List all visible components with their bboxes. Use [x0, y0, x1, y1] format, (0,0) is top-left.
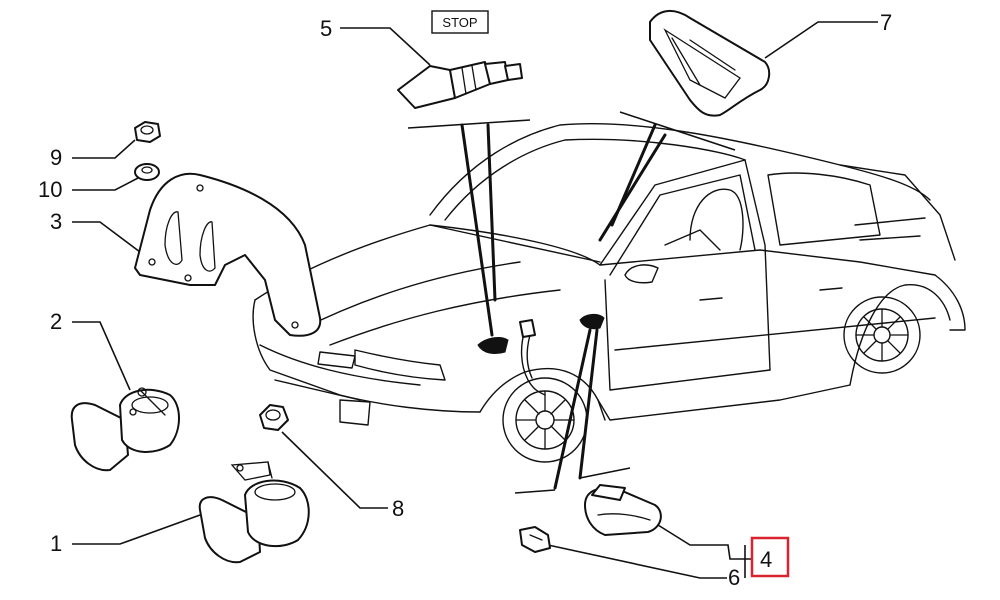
wire-harness [519, 319, 546, 396]
callout-5: 5 [320, 16, 332, 41]
callout-6: 6 [728, 565, 740, 590]
part-6-bulb [519, 526, 551, 553]
callout-labels: 5 7 9 10 3 2 1 8 6 4 [38, 10, 892, 590]
part-3-bracket [134, 172, 322, 337]
leader-lines [72, 21, 878, 579]
stop-switch-label: STOP [442, 15, 477, 30]
part-2-horn [70, 387, 180, 472]
part-4-side-lamp [584, 484, 662, 536]
callout-8: 8 [392, 496, 404, 521]
callout-9: 9 [50, 145, 62, 170]
grommets [477, 313, 605, 354]
part-5-stop-switch: STOP [397, 10, 523, 109]
callout-2: 2 [50, 309, 62, 334]
callout-3: 3 [50, 209, 62, 234]
part-1-horn [198, 461, 310, 564]
callout-4-highlight-box [750, 536, 790, 578]
part-7-cover-panel [649, 10, 771, 117]
car-outline [252, 122, 966, 463]
callout-4: 4 [760, 547, 772, 572]
callout-7: 7 [880, 10, 892, 35]
part-8-nut [259, 404, 289, 431]
part-10-washer [134, 163, 160, 181]
callout-1: 1 [50, 531, 62, 556]
stop-switch-label-box [431, 10, 489, 34]
part-9-nut [134, 121, 161, 143]
callout-10: 10 [38, 177, 62, 202]
